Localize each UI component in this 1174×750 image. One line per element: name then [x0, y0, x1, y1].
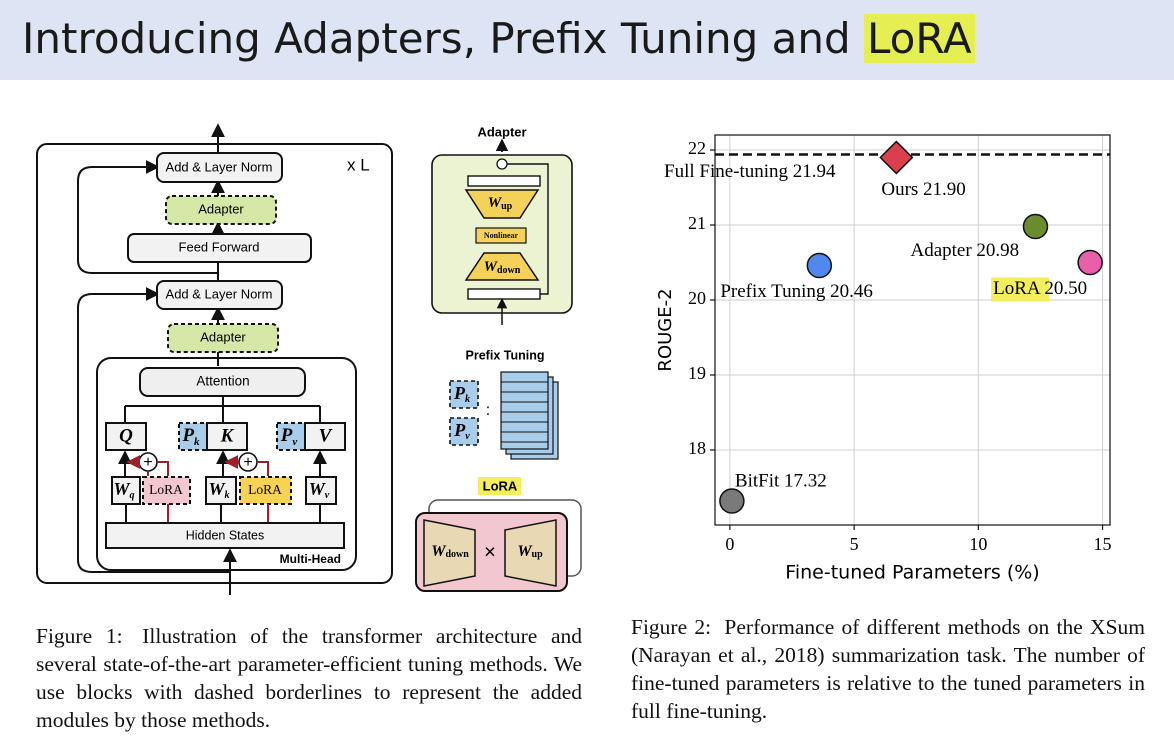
point-bitfit-label: BitFit 17.32	[735, 470, 827, 491]
x-axis-label: Fine-tuned Parameters (%)	[785, 562, 1039, 584]
point-prefix-label: Prefix Tuning 20.46	[720, 281, 873, 302]
add-layer-norm-bottom-label: Add & Layer Norm	[166, 286, 273, 301]
prefix-pv-label: Pv	[453, 420, 470, 442]
wq-box	[111, 476, 141, 505]
lora-w-down-label: Wdown	[431, 543, 469, 561]
y-tick-label: 19	[688, 363, 706, 383]
feed-forward-label: Feed Forward	[179, 239, 260, 254]
point-bitfit	[719, 488, 745, 514]
lora-title-highlight	[478, 477, 521, 495]
svg-text:+: +	[143, 454, 152, 471]
adapter-nonlinear-label: Nonlinear	[484, 231, 519, 240]
lora-label-highlight	[991, 277, 1050, 302]
title-bar: Introducing Adapters, Prefix Tuning and …	[0, 0, 1174, 80]
lora-k-box	[239, 476, 292, 505]
point-ours-label: Ours 21.90	[881, 179, 965, 200]
full-finetuning-label: Full Fine-tuning 21.94	[664, 161, 836, 182]
slide-title-highlight: LoRA	[864, 14, 975, 63]
adapter-bottom-label: Adapter	[200, 329, 246, 344]
adapter-bottom	[167, 323, 279, 353]
add-layer-norm-bottom	[156, 280, 283, 310]
prefix-panel-title: Prefix Tuning	[466, 348, 545, 362]
prefix-pk-label: Pk	[453, 383, 470, 405]
adapter-w-up-label: Wup	[488, 195, 513, 212]
query-box	[105, 422, 147, 451]
key-box	[206, 422, 248, 451]
multi-head-box	[96, 357, 357, 571]
point-adapter-label: Adapter 20.98	[910, 240, 1019, 261]
hidden-states-block	[105, 522, 345, 549]
x-tick-label: 0	[725, 534, 734, 554]
value-box	[304, 422, 346, 451]
figure-2-caption-label: Figure 2:	[631, 615, 712, 639]
prefix-colon: :	[486, 402, 490, 419]
y-tick-label: 22	[688, 138, 706, 158]
svg-text:+: +	[243, 454, 252, 471]
slide-title-text: Introducing Adapters, Prefix Tuning and	[22, 14, 865, 63]
prefix-pk-box	[449, 380, 479, 409]
lora-k-label: LoRA	[248, 482, 282, 497]
point-lora	[1077, 249, 1103, 276]
wv-label: Wv	[309, 479, 330, 501]
multi-head-label: Multi-Head	[280, 552, 341, 566]
lora-w-up-label: Wup	[517, 543, 543, 561]
transformer-layer-box	[36, 143, 393, 584]
adapter-top	[165, 195, 277, 225]
lora-q-box	[142, 476, 191, 505]
lora-times-sign: ×	[484, 541, 496, 563]
prefix-vector-stack	[500, 371, 559, 460]
lora-w-down-trapezoid	[423, 519, 476, 587]
y-axis-label: ROUGE-2	[655, 288, 676, 371]
adapter-w-down-trapezoid	[464, 252, 540, 281]
hidden-states-label: Hidden States	[186, 528, 265, 542]
lora-q-label: LoRA	[149, 482, 183, 497]
figure-2-caption-text: Performance of different methods on the …	[631, 615, 1146, 723]
lora-panel-title-text: LoRA	[483, 478, 518, 493]
y-tick-label: 18	[688, 438, 706, 458]
figure-1-caption-text: Illustration of the transformer architec…	[36, 624, 583, 732]
x-tick-label: 15	[1094, 534, 1112, 554]
point-adapter	[1022, 213, 1049, 240]
adapter-w-down-label: Wdown	[484, 259, 521, 276]
lora-w-up-trapezoid	[504, 519, 557, 587]
prefix-key-label: Pk	[181, 425, 200, 447]
layer-count-label: x L	[347, 155, 370, 174]
prefix-key-box	[178, 422, 208, 451]
wk-label: Wk	[208, 479, 229, 501]
attention-label: Attention	[196, 374, 249, 389]
x-tick-label: 5	[850, 534, 859, 554]
add-layer-norm-top	[156, 152, 283, 183]
feed-forward-block	[127, 233, 312, 263]
slide-title: Introducing Adapters, Prefix Tuning and …	[22, 14, 975, 63]
adapter-panel-title: Adapter	[477, 124, 526, 139]
figure-2-caption: Figure 2: Performance of different metho…	[631, 613, 1145, 725]
adapter-top-label: Adapter	[198, 201, 244, 216]
figure-1-diagram: x L Add & Layer Norm Adapter Feed Forwar…	[36, 123, 582, 595]
prefix-value-label: Pv	[280, 425, 298, 447]
wq-label: Wq	[113, 479, 134, 501]
key-label: K	[220, 425, 235, 446]
y-tick-label: 21	[688, 213, 706, 233]
add-layer-norm-top-label: Add & Layer Norm	[166, 159, 273, 174]
adapter-w-up-trapezoid	[464, 189, 540, 219]
point-prefix	[806, 252, 833, 279]
x-tick-label: 10	[969, 534, 987, 554]
figure-1-caption: Figure 1: Illustration of the transforme…	[36, 622, 582, 734]
figure-1-caption-label: Figure 1:	[36, 624, 123, 648]
prefix-pv-box	[449, 417, 479, 446]
point-ours	[879, 140, 914, 175]
value-label: V	[319, 425, 333, 446]
y-tick-label: 20	[688, 288, 706, 308]
plot-frame	[714, 134, 1111, 526]
point-lora-label: LoRA 20.50	[993, 278, 1087, 299]
query-label: Q	[119, 425, 133, 446]
prefix-value-box	[276, 422, 306, 451]
